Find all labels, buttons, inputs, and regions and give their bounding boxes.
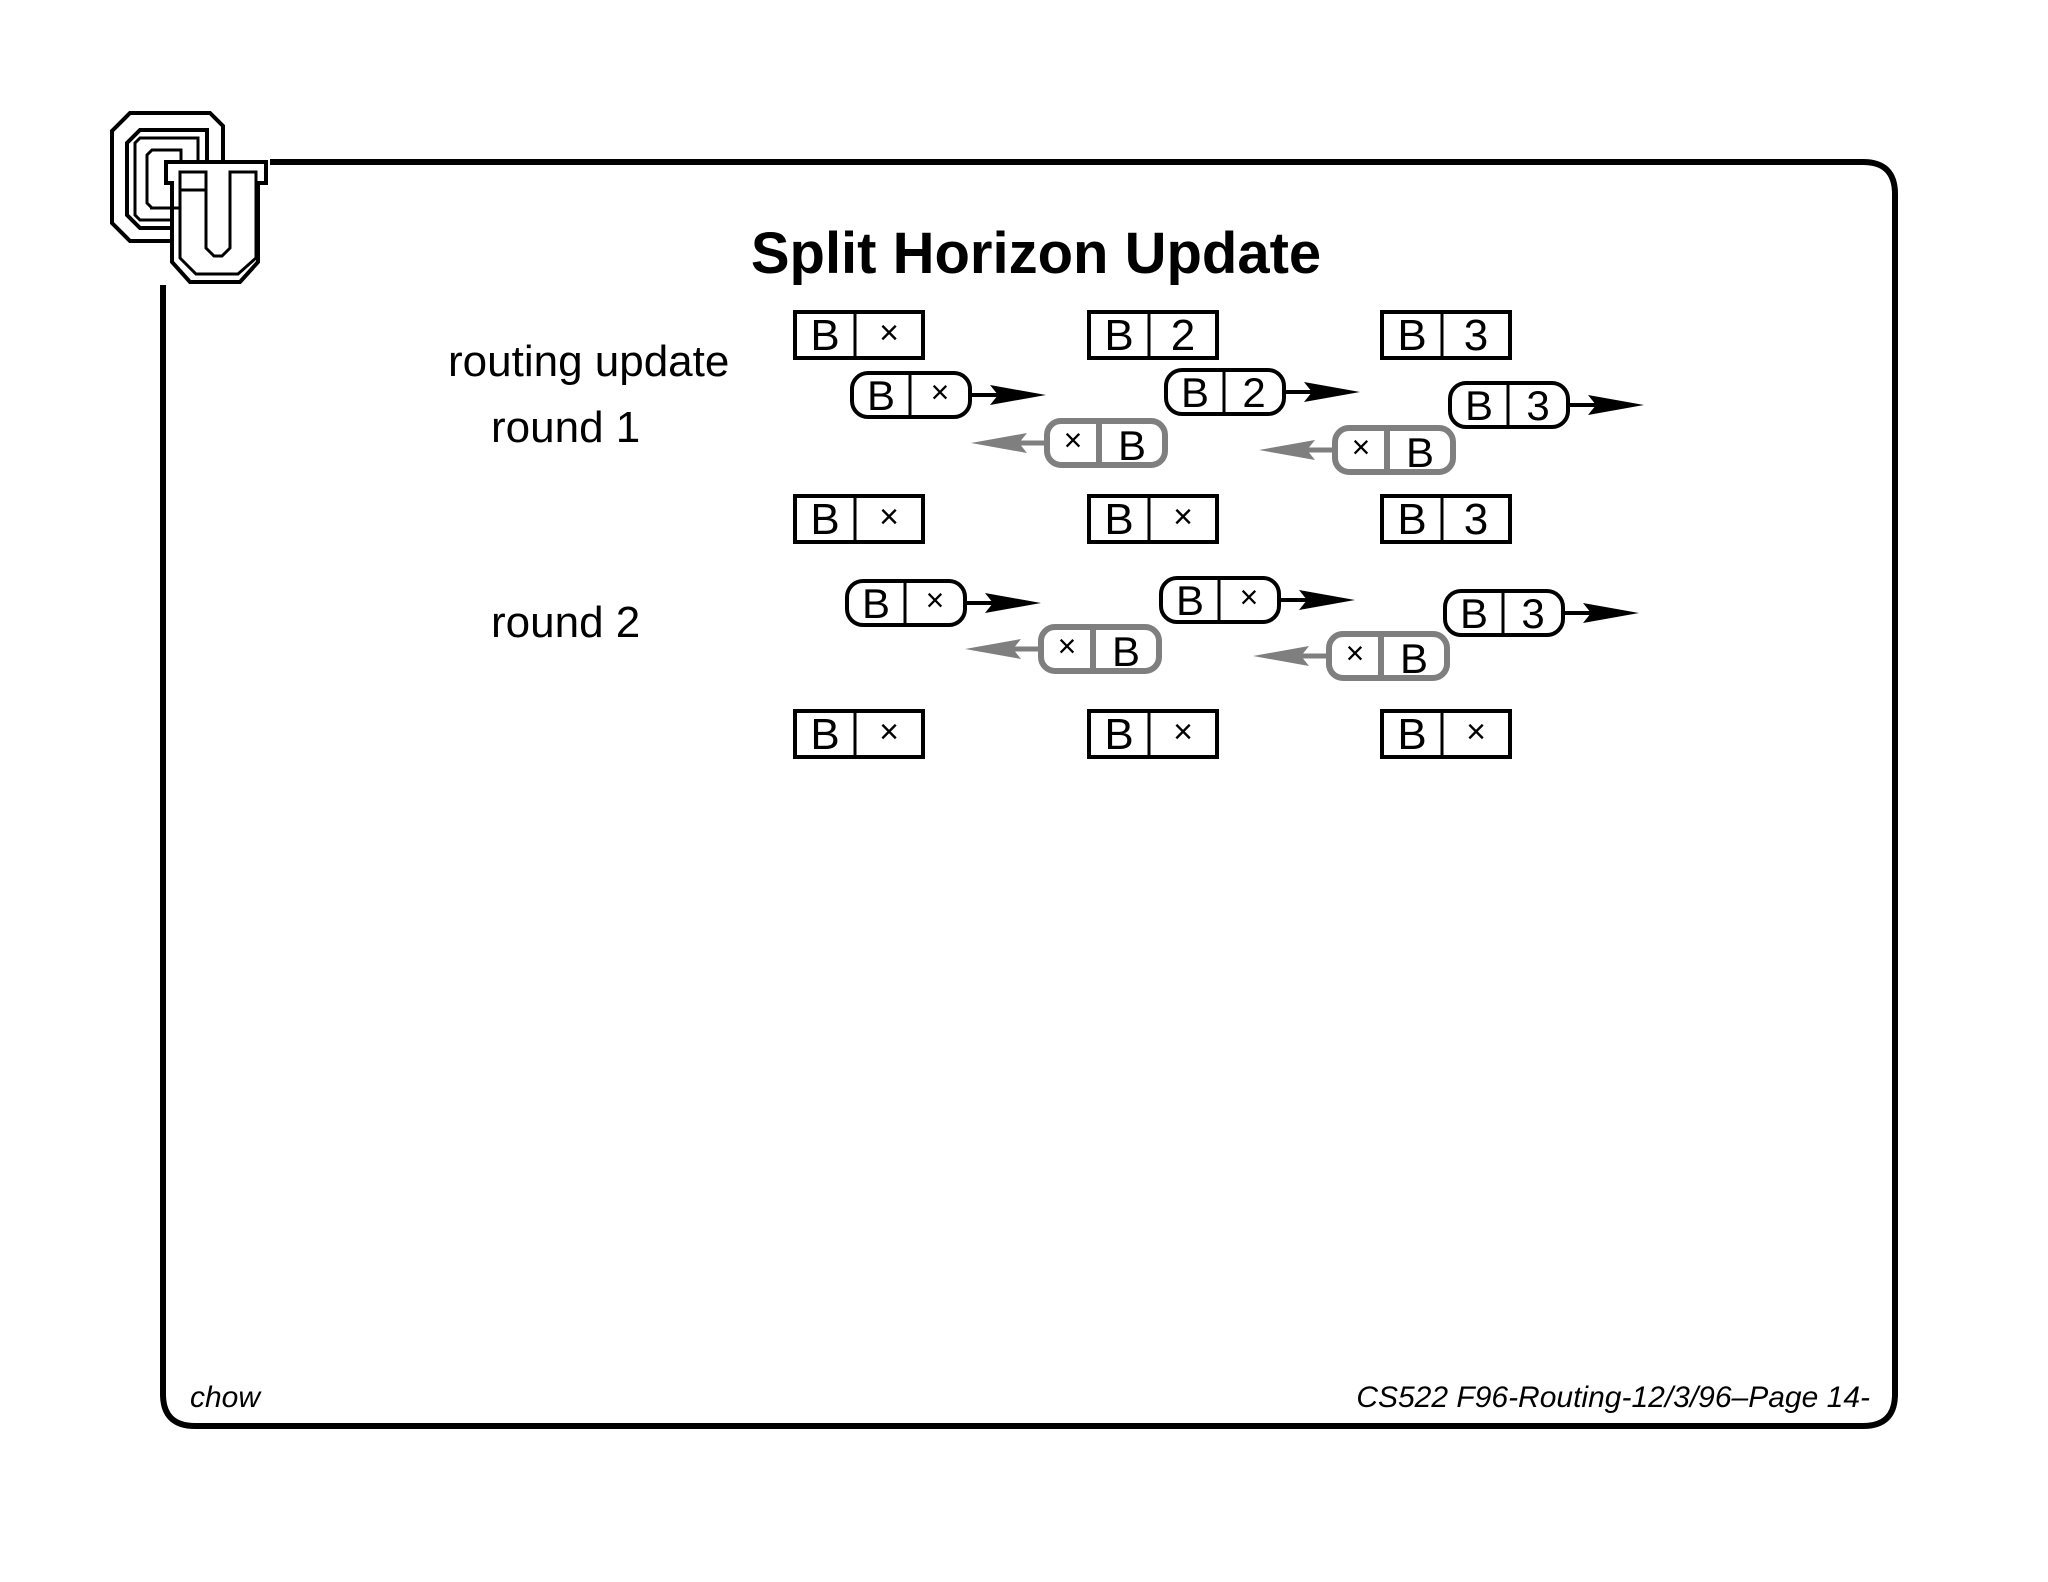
message-cost: 2 [1242,369,1265,416]
routing-table-box [793,709,925,759]
update-message-right: B× [1159,576,1355,624]
message-cost: × [1058,628,1077,664]
routing-table: B× [1087,494,1219,544]
slide-title: Split Horizon Update [751,221,1321,286]
table-cost: × [1173,498,1193,536]
table-cost: × [879,314,899,352]
arrow-left-icon [1259,440,1315,460]
label-round-1: round 1 [491,403,640,452]
message-cost: × [926,582,945,618]
message-cost: × [1352,429,1371,465]
routing-table-box [1087,310,1219,360]
label-round-2: round 2 [491,598,640,647]
slide-frame [160,159,1898,1429]
table-dest: B [1104,311,1133,360]
table-cost: 3 [1464,495,1488,544]
arrow-left-icon [971,433,1027,453]
message-cost: 3 [1521,590,1544,637]
arrow-right-icon [1299,590,1355,610]
table-dest: B [1397,710,1426,759]
message-dest: B [1460,590,1488,637]
table-dest: B [1104,710,1133,759]
routing-table-box [1380,709,1512,759]
routing-table: B× [793,310,925,360]
message-cost: 3 [1526,382,1549,429]
table-cost: × [879,498,899,536]
table-dest: B [810,311,839,360]
arrow-right-icon [1588,395,1644,415]
table-dest: B [810,495,839,544]
table-dest: B [1397,311,1426,360]
table-cost: 3 [1464,311,1488,360]
arrow-right-icon [1304,382,1360,402]
arrow-right-icon [985,593,1041,613]
message-dest: B [1406,429,1434,476]
message-dest: B [862,580,890,627]
arrow-right-icon [990,385,1046,405]
arrow-left-icon [1253,646,1309,666]
update-message-left: ×B [965,624,1162,675]
routing-table-box [1087,709,1219,759]
message-cost: × [1064,422,1083,458]
update-message-left: ×B [1259,425,1456,476]
routing-table-box [793,310,925,360]
table-cost: × [879,713,899,751]
update-message-right: B× [850,371,1046,419]
label-routing-update: routing update [448,337,729,386]
routing-table-box [793,494,925,544]
table-cost: × [1466,713,1486,751]
table-cost: × [1173,713,1193,751]
update-message-left: ×B [971,418,1168,469]
routing-table: B× [793,709,925,759]
message-cost: × [931,374,950,410]
arrow-left-icon [965,639,1021,659]
routing-table-box [1380,494,1512,544]
cu-logo-icon [110,111,268,284]
table-dest: B [810,710,839,759]
routing-table: B× [1380,709,1512,759]
routing-table-box [1380,310,1512,360]
table-cost: 2 [1171,311,1195,360]
update-message-left: ×B [1253,631,1450,682]
table-dest: B [1104,495,1133,544]
update-message-right: B× [845,579,1041,627]
routing-table: B× [793,494,925,544]
message-dest: B [1181,369,1209,416]
table-dest: B [1397,495,1426,544]
message-dest: B [1465,382,1493,429]
arrow-right-icon [1583,603,1639,623]
message-dest: B [1400,635,1428,682]
footer-author: chow [190,1381,262,1414]
routing-table: B× [1087,709,1219,759]
message-cost: × [1346,635,1365,671]
message-dest: B [867,372,895,419]
message-dest: B [1118,422,1146,469]
message-cost: × [1240,579,1259,615]
footer-page: CS522 F96-Routing-12/3/96–Page 14- [1356,1381,1870,1414]
message-dest: B [1176,577,1204,624]
routing-table-box [1087,494,1219,544]
message-dest: B [1112,628,1140,675]
